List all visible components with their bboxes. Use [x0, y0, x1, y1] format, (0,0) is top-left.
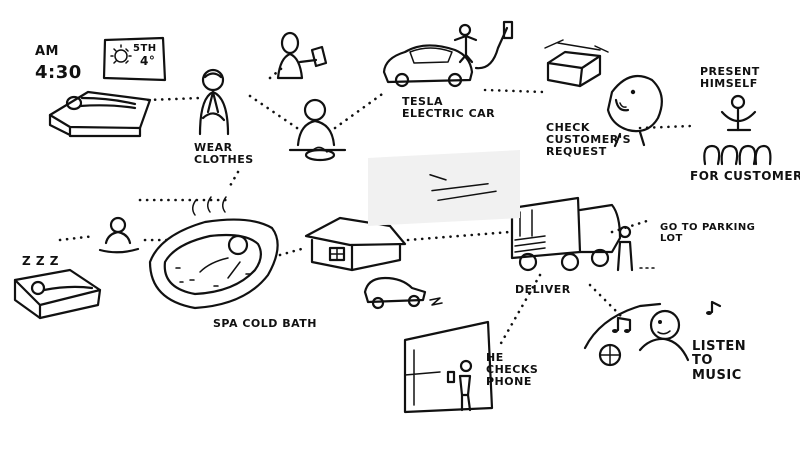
person-sleeping-icon	[15, 270, 100, 318]
sleep-label: Z Z Z	[22, 254, 59, 268]
tesla-label: TESLA ELECTRIC CAR	[402, 95, 496, 121]
standing-person-icon	[618, 227, 654, 270]
electric-car-icon	[384, 22, 512, 86]
pasted-paper-scribbles	[368, 150, 520, 226]
person-in-bed-icon	[50, 92, 150, 136]
package-icon	[545, 40, 608, 86]
person-eating-icon	[290, 100, 345, 160]
calendar-temp-label: 4°	[140, 54, 156, 68]
smiling-head-icon	[608, 76, 662, 146]
present-himself-label: PRESENT HIMSELF	[700, 65, 760, 91]
delivery-truck-icon	[512, 198, 620, 270]
go-to-parking-label: GO TO PARKING LOT	[660, 222, 756, 244]
deliver-label: DELIVER	[515, 283, 571, 296]
house-icon	[306, 218, 405, 270]
presenting-person-icon	[722, 96, 755, 130]
time-label: 4:30	[35, 62, 82, 83]
person-with-phone-icon	[278, 33, 326, 78]
person-dressing-icon	[200, 70, 228, 134]
for-customer-label: FOR CUSTOMER	[690, 169, 800, 183]
calendar-sun-icon	[104, 38, 165, 80]
meditating-person-icon	[100, 218, 138, 252]
customers-icon	[704, 146, 770, 164]
listen-music-label: LISTEN TO MUSIC	[692, 339, 747, 383]
driving-with-music-icon	[585, 302, 720, 365]
small-car-icon	[365, 278, 442, 308]
time-am-label: AM	[35, 44, 59, 59]
calendar-day-label: 5TH	[133, 43, 157, 54]
hot-tub-icon	[150, 197, 278, 308]
checks-phone-label: HE CHECKS PHONE	[486, 351, 539, 389]
pasted-paper-note	[368, 150, 520, 226]
spa-label: SPA COLD BATH	[213, 317, 317, 330]
check-request-label: CHECK CUSTOMER'S REQUEST	[546, 121, 632, 159]
man-with-phone-icon	[405, 322, 492, 412]
wear-clothes-label: WEAR CLOTHES	[194, 141, 254, 167]
